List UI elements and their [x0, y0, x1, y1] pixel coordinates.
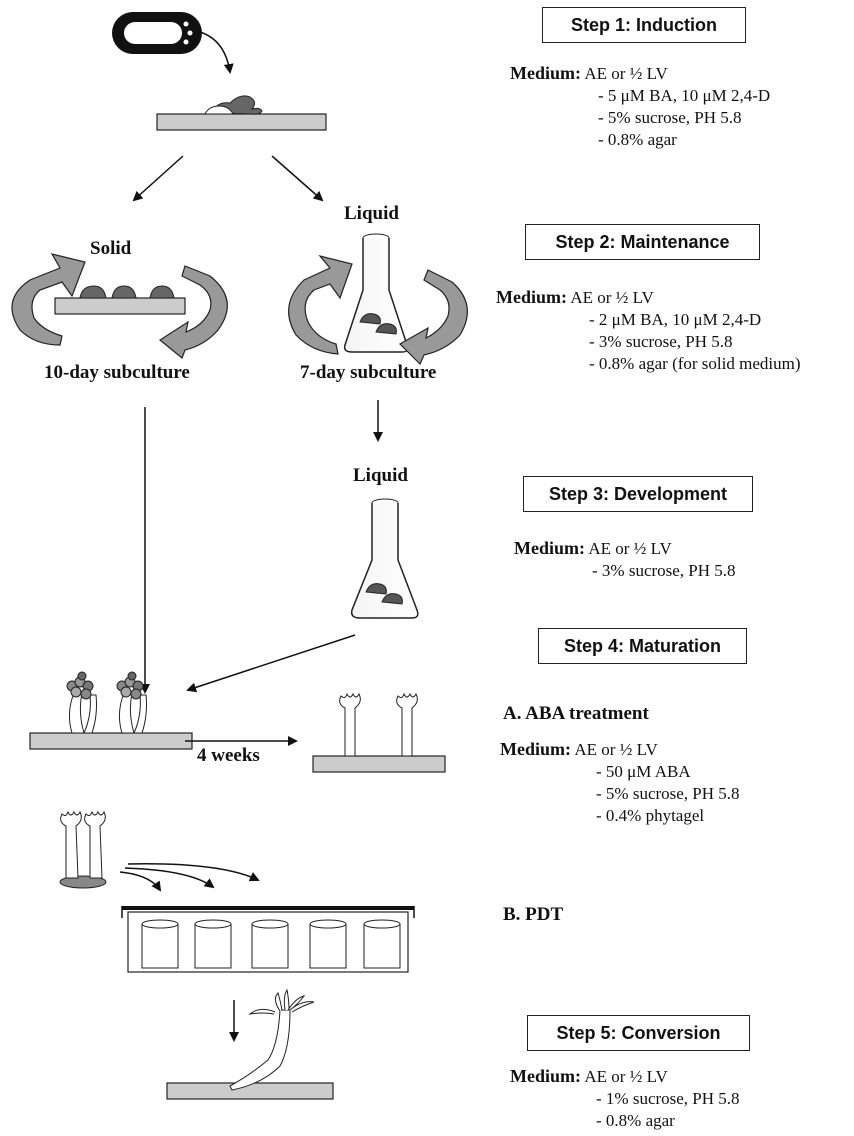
- arrow-pdt-3: [127, 863, 260, 882]
- medium-maturation: Medium: AE or ½ LV - 50 μM ABA - 5% sucr…: [500, 738, 740, 827]
- medium-base: AE or ½ LV: [570, 288, 654, 307]
- medium-base: AE or ½ LV: [584, 64, 668, 83]
- arrow-seed-to-plate: [199, 31, 234, 74]
- step2-box: Step 2: Maintenance: [525, 224, 760, 260]
- medium-item: - 0.8% agar (for solid medium): [589, 354, 801, 373]
- medium-base: AE or ½ LV: [588, 539, 672, 558]
- label-liquid-mid: Liquid: [353, 465, 408, 486]
- seed-explant-icon: [112, 12, 202, 54]
- arrow-to-liquid: [271, 155, 324, 202]
- step1-box: Step 1: Induction: [542, 7, 746, 43]
- medium-item: - 1% sucrose, PH 5.8: [596, 1089, 740, 1108]
- medium-item: - 5% sucrose, PH 5.8: [596, 784, 740, 803]
- circular-arrow-left-liquid: [288, 254, 353, 355]
- arrow-to-solid: [132, 155, 184, 202]
- medium-label: Medium:: [496, 287, 567, 307]
- medium-base: AE or ½ LV: [584, 1067, 668, 1086]
- multiwell-plate: [121, 906, 415, 973]
- circular-arrow-right-solid: [158, 265, 228, 359]
- step5-box: Step 5: Conversion: [527, 1015, 750, 1051]
- medium-label: Medium:: [500, 739, 571, 759]
- medium-conversion: Medium: AE or ½ LV - 1% sucrose, PH 5.8 …: [510, 1065, 740, 1132]
- label-10-day-subculture: 10-day subculture: [44, 362, 190, 383]
- medium-label: Medium:: [514, 538, 585, 558]
- label-aba-treatment: A. ABA treatment: [503, 703, 649, 724]
- conversion-plate-plantlet: [166, 988, 334, 1100]
- medium-item: - 3% sucrose, PH 5.8: [592, 561, 736, 580]
- medium-base: AE or ½ LV: [574, 740, 658, 759]
- medium-label: Medium:: [510, 1066, 581, 1086]
- label-4-weeks: 4 weeks: [197, 745, 260, 766]
- label-solid: Solid: [90, 238, 132, 259]
- liquid-flask-development: [350, 498, 419, 619]
- medium-item: - 5% sucrose, PH 5.8: [598, 108, 742, 127]
- medium-item: - 0.8% agar: [596, 1111, 675, 1130]
- medium-item: - 3% sucrose, PH 5.8: [589, 332, 733, 351]
- medium-item: - 2 μM BA, 10 μM 2,4-D: [589, 310, 762, 329]
- medium-label: Medium:: [510, 63, 581, 83]
- liquid-flask-maintenance: [343, 233, 409, 353]
- label-liquid-top: Liquid: [344, 203, 399, 224]
- label-pdt: B. PDT: [503, 904, 564, 925]
- maturation-plate-embryos: [29, 671, 193, 750]
- circular-arrow-right-liquid: [399, 269, 468, 366]
- label-7-day-subculture: 7-day subculture: [300, 362, 437, 383]
- step4-box: Step 4: Maturation: [538, 628, 747, 664]
- induction-plate: [156, 95, 327, 131]
- medium-item: - 5 μM BA, 10 μM 2,4-D: [598, 86, 771, 105]
- medium-item: - 50 μM ABA: [596, 762, 691, 781]
- mature-embryos-plate: [312, 692, 446, 773]
- medium-induction: Medium: AE or ½ LV - 5 μM BA, 10 μM 2,4-…: [510, 62, 770, 151]
- medium-development: Medium: AE or ½ LV - 3% sucrose, PH 5.8: [514, 537, 736, 582]
- medium-maintenance: Medium: AE or ½ LV - 2 μM BA, 10 μM 2,4-…: [496, 286, 801, 375]
- medium-item: - 0.4% phytagel: [596, 806, 705, 825]
- arrow-pdt-1: [119, 871, 162, 892]
- circular-arrow-left-solid: [11, 253, 86, 346]
- arrow-flask-to-maturation: [186, 634, 356, 693]
- arrow-pdt-2: [124, 867, 215, 889]
- step3-box: Step 3: Development: [523, 476, 753, 512]
- medium-item: - 0.8% agar: [598, 130, 677, 149]
- solid-culture-plate: [54, 285, 186, 315]
- desiccation-embryos: [59, 810, 107, 889]
